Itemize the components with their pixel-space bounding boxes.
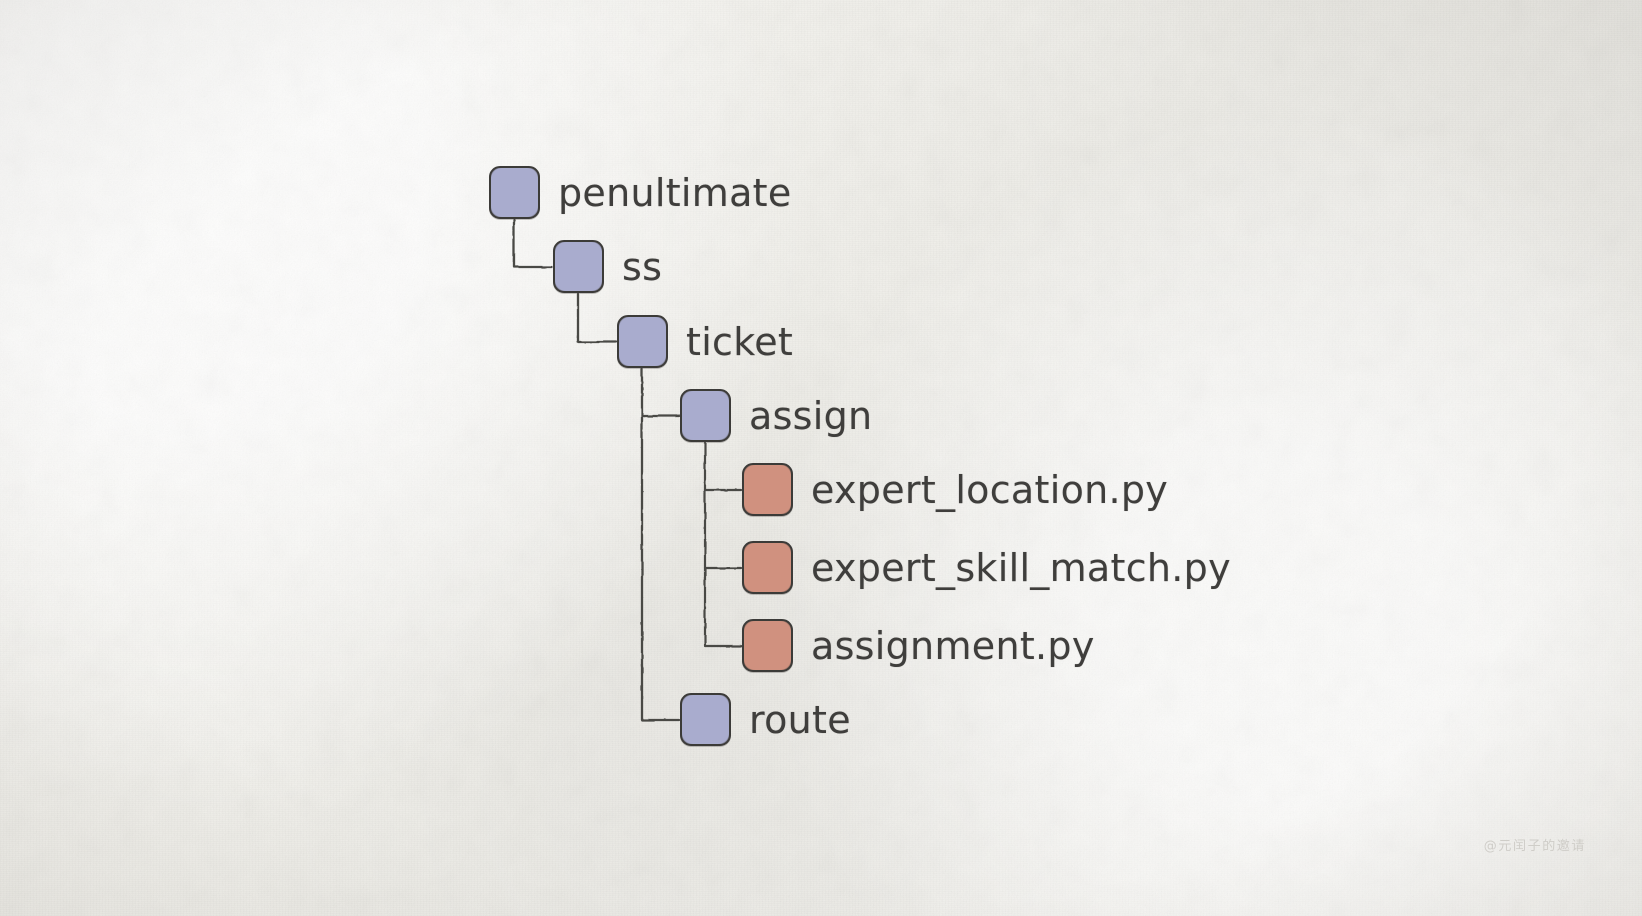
tree-node-expert-skill-match-py[interactable]: expert_skill_match.py <box>742 541 1231 594</box>
tree-node-assign[interactable]: assign <box>680 389 872 442</box>
file-icon <box>742 541 793 594</box>
edge-ticket-route <box>640 414 681 722</box>
edge-penultimate-ss <box>512 218 554 269</box>
tree-node-label: expert_skill_match.py <box>811 545 1231 590</box>
file-icon <box>742 619 793 672</box>
edge-ss-ticket <box>576 292 618 344</box>
folder-icon <box>553 240 604 293</box>
folder-icon <box>617 315 668 368</box>
watermark: @元闰子的邀请 <box>1483 839 1586 854</box>
tree-node-assignment-py[interactable]: assignment.py <box>742 619 1095 672</box>
tree-node-ss[interactable]: ss <box>553 240 662 293</box>
tree-node-label: assign <box>749 393 873 438</box>
edge-assign-assignment <box>703 566 743 648</box>
tree-node-label: penultimate <box>558 170 792 215</box>
folder-icon <box>680 389 731 442</box>
tree-node-penultimate[interactable]: penultimate <box>489 166 792 219</box>
tree-node-label: ticket <box>686 319 794 364</box>
edge-assign-expert-location <box>703 441 743 492</box>
tree-node-label: route <box>749 697 851 742</box>
folder-icon <box>489 166 540 219</box>
tree-node-label: ss <box>622 244 663 289</box>
tree-node-label: expert_location.py <box>811 467 1169 512</box>
tree-node-expert-location-py[interactable]: expert_location.py <box>742 463 1168 516</box>
edge-assign-expert-skill-match <box>703 488 743 570</box>
edge-ticket-assign <box>640 367 681 418</box>
folder-icon <box>680 693 731 746</box>
tree-node-ticket[interactable]: ticket <box>617 315 793 368</box>
tree-node-label: assignment.py <box>811 623 1095 668</box>
tree-node-route[interactable]: route <box>680 693 851 746</box>
file-icon <box>742 463 793 516</box>
